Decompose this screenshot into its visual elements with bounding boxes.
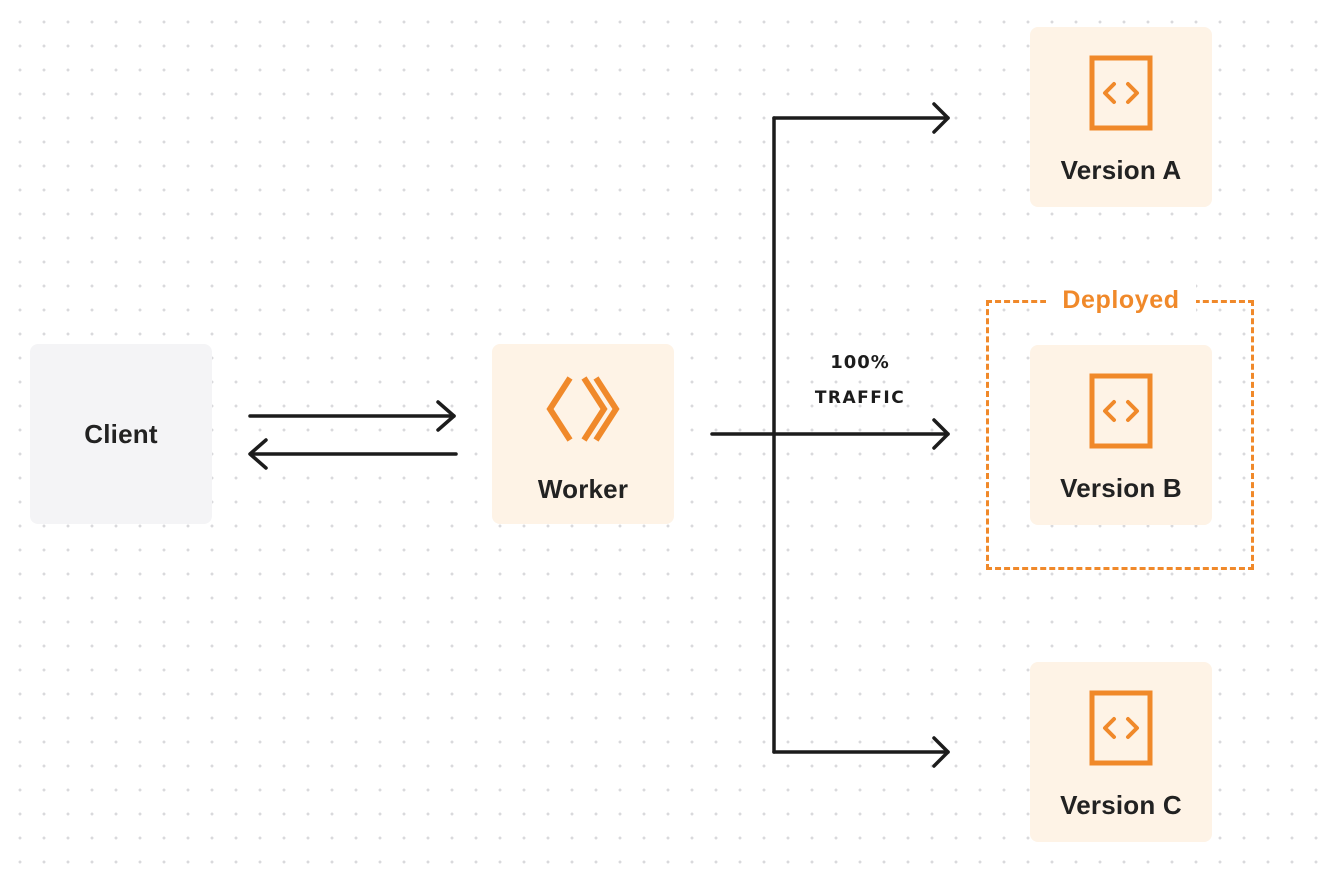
code-file-icon bbox=[1089, 373, 1153, 449]
version-a-arrow-head bbox=[932, 102, 950, 134]
worker-label: Worker bbox=[537, 474, 629, 504]
client-label: Client bbox=[84, 418, 158, 449]
version-c-label: Version C bbox=[1060, 790, 1182, 820]
worker-node: Worker bbox=[492, 344, 674, 524]
code-file-icon bbox=[1089, 690, 1153, 766]
version-b-arrow-head bbox=[932, 418, 950, 450]
response-arrow-head bbox=[248, 438, 268, 470]
client-node: Client bbox=[30, 344, 212, 524]
worker-chevron-icon bbox=[546, 376, 620, 442]
version-b-node: Version B bbox=[1030, 345, 1212, 525]
traffic-label: TRAFFIC bbox=[814, 388, 906, 408]
deployed-label: Deployed bbox=[1046, 284, 1196, 316]
version-a-label: Version A bbox=[1060, 155, 1182, 185]
version-b-label: Version B bbox=[1060, 473, 1182, 503]
traffic-percent-label: 100% bbox=[830, 352, 890, 373]
version-a-node: Version A bbox=[1030, 27, 1212, 207]
version-c-node: Version C bbox=[1030, 662, 1212, 842]
request-arrow-head bbox=[436, 400, 456, 432]
version-c-arrow-head bbox=[932, 736, 950, 768]
code-file-icon bbox=[1089, 55, 1153, 131]
